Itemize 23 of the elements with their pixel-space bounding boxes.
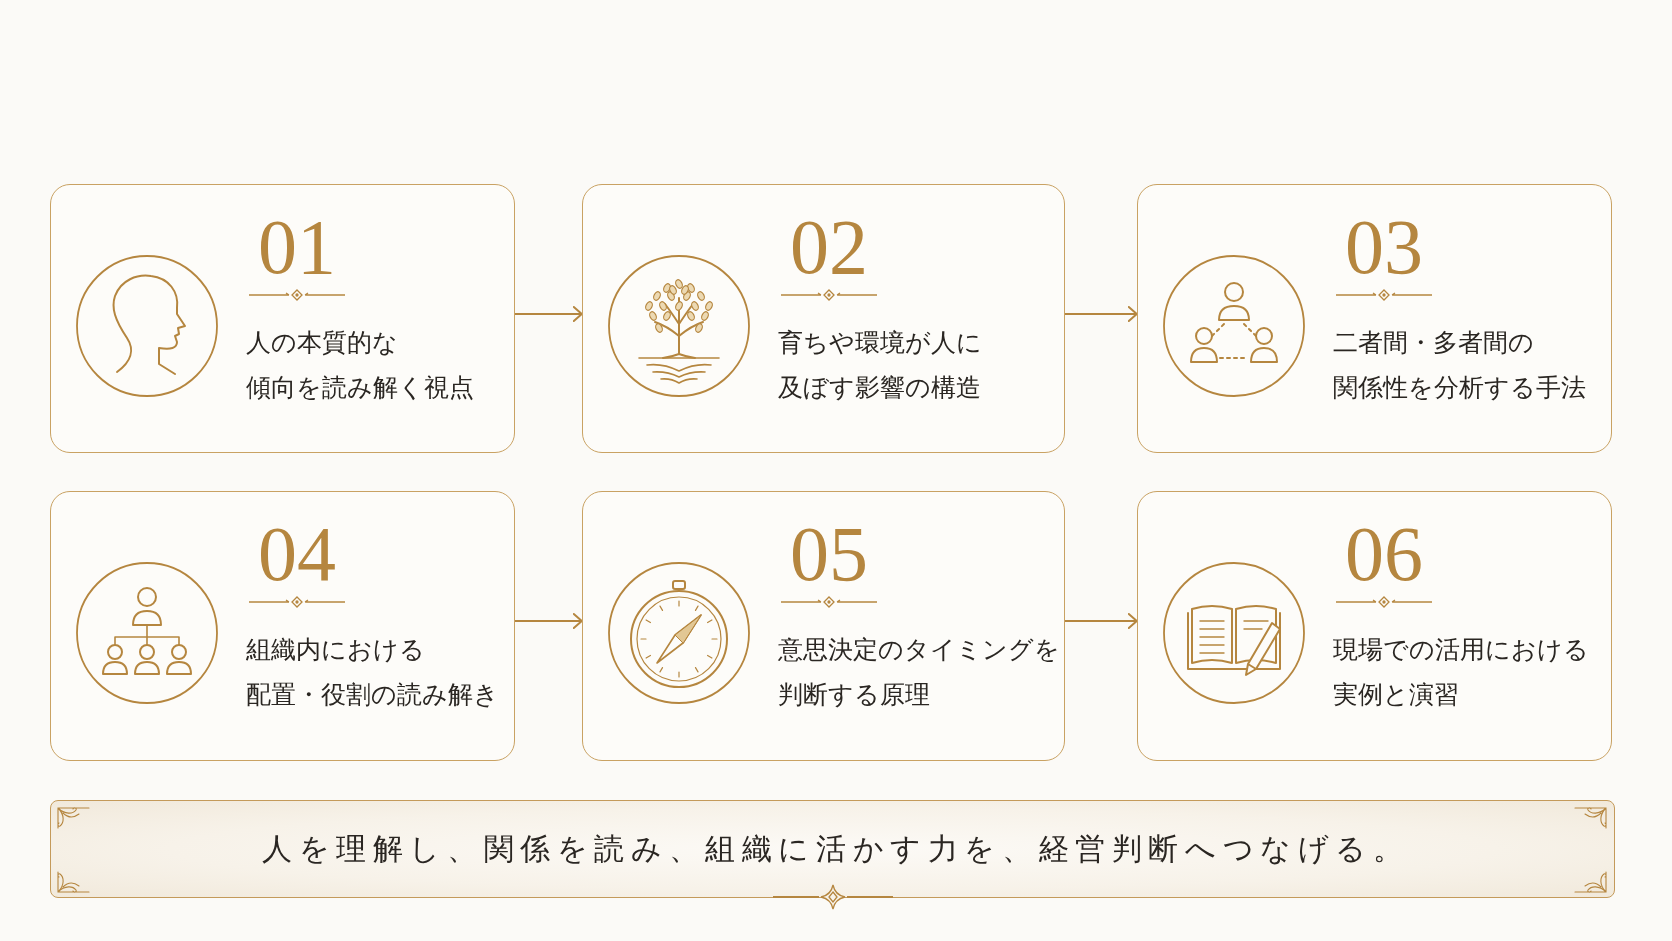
step-number: 04 bbox=[258, 523, 336, 585]
step-card bbox=[50, 184, 515, 453]
step-description: 育ちや環境が人に及ぼす影響の構造 bbox=[778, 328, 982, 403]
arrow bbox=[515, 306, 583, 322]
step-description: 組織内における配置・役割の読み解き bbox=[246, 635, 499, 710]
step-card bbox=[50, 491, 515, 761]
step-description: 意思決定のタイミングを判断する原理 bbox=[778, 635, 1060, 710]
step-description: 二者間・多者間の関係性を分析する手法 bbox=[1333, 328, 1586, 403]
arrow bbox=[1065, 613, 1138, 629]
step-card bbox=[582, 184, 1065, 453]
step-card bbox=[1137, 184, 1612, 453]
step-card bbox=[582, 491, 1065, 761]
step-number: 03 bbox=[1345, 216, 1423, 278]
step-description: 人の本質的な傾向を読み解く視点 bbox=[246, 328, 474, 403]
step-number: 02 bbox=[790, 216, 868, 278]
step-number: 06 bbox=[1345, 523, 1423, 585]
arrow bbox=[1065, 306, 1138, 322]
step-description: 現場での活用における実例と演習 bbox=[1333, 635, 1589, 710]
tagline-text: 人を理解し、関係を読み、組織に活かす力を、経営判断へつなげる。 bbox=[261, 831, 1410, 867]
step-number: 01 bbox=[258, 216, 336, 278]
step-number: 05 bbox=[790, 523, 868, 585]
step-card bbox=[1137, 491, 1612, 761]
arrow bbox=[515, 613, 583, 629]
